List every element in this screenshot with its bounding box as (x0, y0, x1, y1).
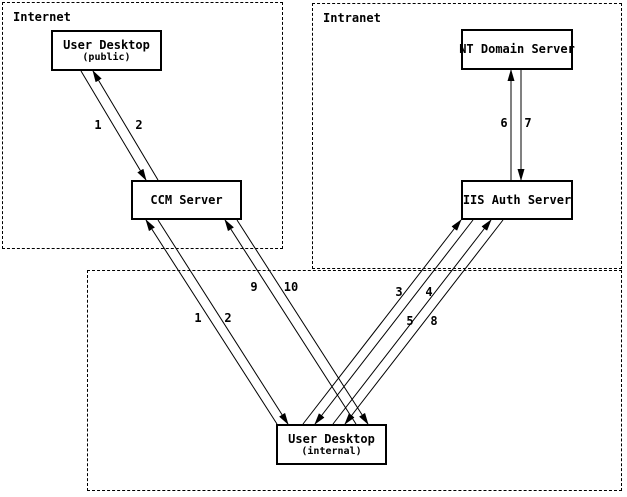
edge-label-4: 4 (425, 285, 433, 299)
edge-label-8: 8 (430, 314, 438, 328)
node-user-desktop-public: User Desktop (public) (51, 30, 162, 71)
node-label: User Desktop (63, 37, 150, 52)
edge-label-7: 7 (524, 116, 532, 130)
edge-label-2: 2 (224, 311, 232, 325)
node-sublabel: (public) (82, 51, 131, 63)
node-label: NT Domain Server (459, 42, 575, 56)
edge-label-1: 1 (94, 118, 102, 132)
edge-label-9: 9 (250, 280, 258, 294)
node-sublabel: (internal) (301, 445, 362, 457)
internet-zone-label: Internet (13, 10, 71, 24)
intranet-zone-label: Intranet (323, 11, 381, 25)
node-user-desktop-internal: User Desktop (internal) (276, 424, 387, 465)
region-internet: Internet (2, 2, 283, 249)
edge-label-2: 2 (135, 118, 143, 132)
node-nt-domain-server: NT Domain Server (459, 29, 575, 70)
edge-label-6: 6 (500, 116, 508, 130)
node-label: User Desktop (288, 431, 375, 446)
node-iis-auth-server: IIS Auth Server (461, 180, 573, 220)
edge-label-10: 10 (283, 280, 299, 294)
node-ccm-server: CCM Server (131, 180, 242, 220)
node-label: IIS Auth Server (462, 192, 572, 207)
edge-label-3: 3 (395, 285, 403, 299)
node-label: CCM Server (150, 192, 223, 207)
edge-label-5: 5 (406, 314, 414, 328)
edge-label-1: 1 (194, 311, 202, 325)
